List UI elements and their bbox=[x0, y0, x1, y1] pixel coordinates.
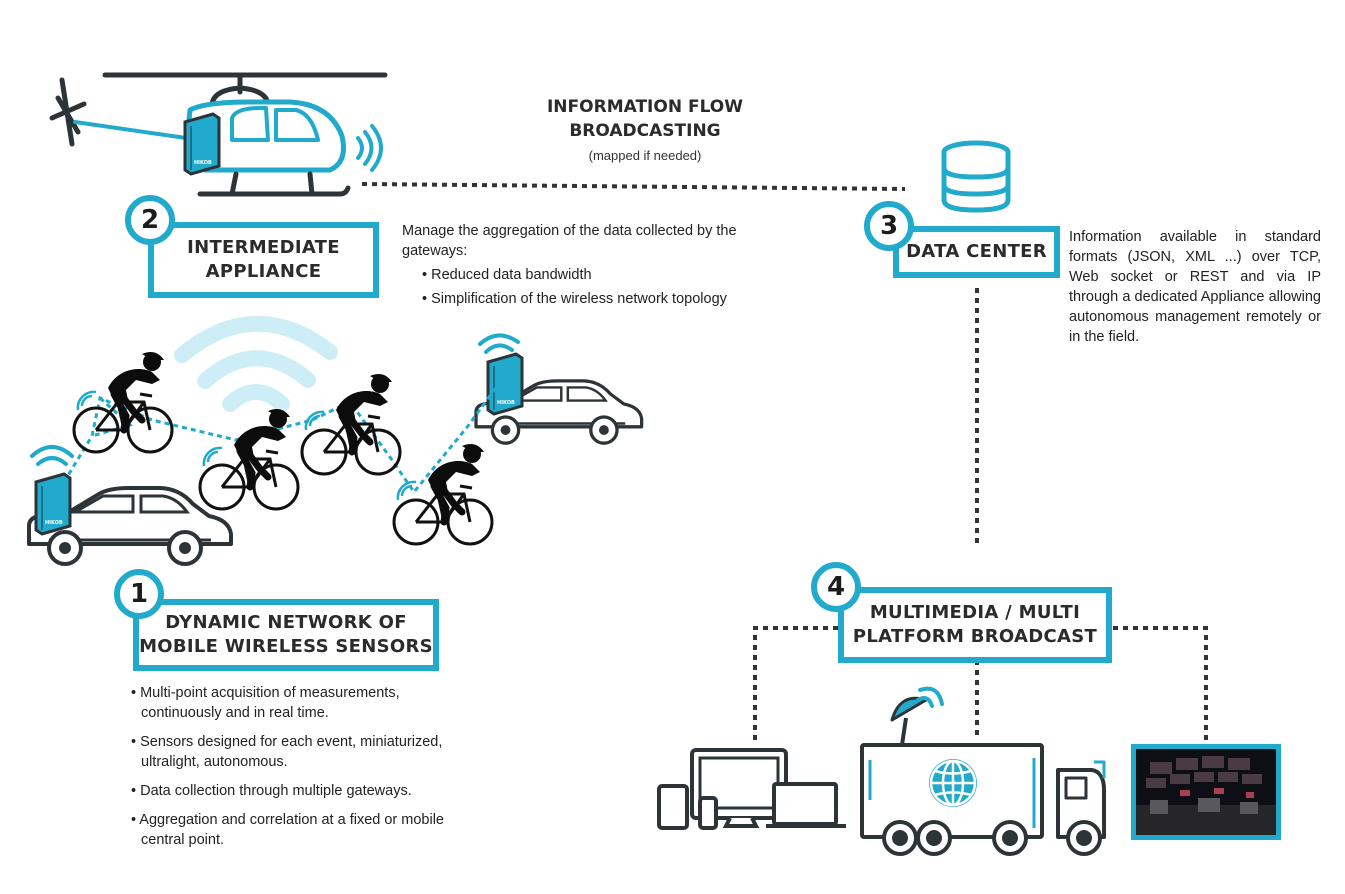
database-icon bbox=[941, 140, 1011, 213]
sensor-bullet: • Data collection through multiple gatew… bbox=[131, 783, 412, 799]
data-center-box: DATA CENTER bbox=[893, 226, 1060, 278]
sensor-bullet: • Multi-point acquisition of measurement… bbox=[131, 685, 400, 721]
step-number-1: 1 bbox=[114, 569, 164, 619]
devices-icon bbox=[657, 748, 846, 830]
step2-line2: APPLIANCE bbox=[205, 261, 322, 282]
step2-line1: INTERMEDIATE bbox=[187, 237, 340, 258]
heli-gateway-device bbox=[183, 112, 221, 176]
sensor-bullet: • Sensors designed for each event, minia… bbox=[131, 734, 443, 770]
sensor-bullet: • Aggregation and correlation at a fixed… bbox=[131, 812, 444, 848]
step4-line1: MULTIMEDIA / MULTI bbox=[869, 602, 1081, 623]
broadcast-box: MULTIMEDIA / MULTI PLATFORM BROADCAST bbox=[838, 587, 1112, 663]
datacenter-description: Information available in standard format… bbox=[1069, 229, 1321, 345]
intermediate-intro: Manage the aggregation of the data colle… bbox=[402, 223, 737, 259]
step-number-4: 4 bbox=[811, 562, 861, 612]
right-car-signal bbox=[478, 333, 520, 354]
flow-title-line2: BROADCASTING bbox=[569, 121, 721, 141]
step4-line2: PLATFORM BROADCAST bbox=[852, 626, 1098, 647]
intermediate-description: Manage the aggregation of the data colle… bbox=[402, 221, 782, 313]
cyclist-icon bbox=[72, 352, 174, 454]
truck-signal-icon bbox=[916, 686, 944, 708]
wifi-signal-icon bbox=[174, 315, 338, 412]
step3-line1: DATA CENTER bbox=[906, 241, 1047, 262]
cyclist-icon bbox=[392, 444, 494, 546]
step1-line1: DYNAMIC NETWORK OF bbox=[165, 612, 407, 633]
control-room-icon bbox=[1131, 744, 1281, 840]
step-number-2: 2 bbox=[125, 195, 175, 245]
flow-title: INFORMATION FLOW BROADCASTING (mapped if… bbox=[520, 95, 770, 168]
left-car-signal bbox=[30, 445, 74, 466]
connection-lines bbox=[361, 182, 1208, 742]
sensor-bullet-list: • Multi-point acquisition of measurement… bbox=[131, 683, 461, 859]
step-number-3: 3 bbox=[864, 201, 914, 251]
intermediate-item: • Reduced data bandwidth bbox=[422, 267, 592, 283]
flow-title-line1: INFORMATION FLOW bbox=[546, 97, 744, 117]
broadcast-truck-icon bbox=[860, 696, 1106, 856]
cyclist-icon bbox=[300, 374, 402, 476]
cyclist-icon bbox=[198, 409, 300, 511]
flow-subtitle: (mapped if needed) bbox=[588, 148, 702, 163]
heli-signal-icon bbox=[356, 124, 383, 172]
intermediate-item: • Simplification of the wireless network… bbox=[422, 291, 727, 307]
step1-line2: MOBILE WIRELESS SENSORS bbox=[139, 636, 433, 657]
intermediate-appliance-box: INTERMEDIATE APPLIANCE bbox=[148, 222, 379, 298]
sensor-network-box: DYNAMIC NETWORK OF MOBILE WIRELESS SENSOR… bbox=[133, 599, 439, 671]
